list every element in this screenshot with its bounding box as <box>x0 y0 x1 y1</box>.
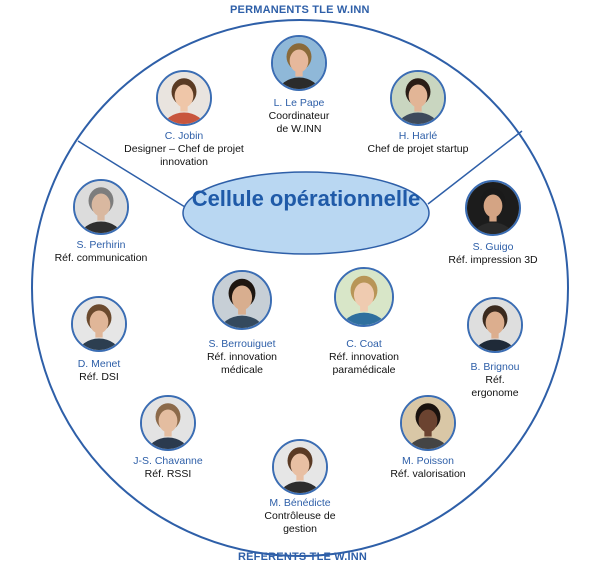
person-role: Coordinateur de W.INN <box>268 110 330 135</box>
person-brignou: B. Brignou Réf. ergonome <box>467 297 523 399</box>
portrait-image <box>71 296 127 352</box>
person-role: Réf. ergonome <box>471 374 519 399</box>
person-name: S. Guigo <box>472 241 514 253</box>
person-chavanne: J-S. Chavanne Réf. RSSI <box>133 395 203 480</box>
portrait-image <box>212 270 272 330</box>
person-caption: S. Perhirin Réf. communication <box>21 239 181 265</box>
divider-left <box>77 140 186 208</box>
person-poisson: M. Poisson Réf. valorisation <box>390 395 466 480</box>
person-caption: M. Bénédicte Contrôleuse de gestion <box>220 497 380 536</box>
portrait-image <box>465 180 521 236</box>
person-name: J-S. Chavanne <box>133 455 203 467</box>
person-caption: J-S. Chavanne Réf. RSSI <box>88 455 248 481</box>
person-benedicte: M. Bénédicte Contrôleuse de gestion <box>264 439 336 535</box>
person-role: Réf. valorisation <box>390 468 466 480</box>
person-role: Contrôleuse de gestion <box>264 510 336 535</box>
person-caption: D. Menet Réf. DSI <box>19 358 179 384</box>
portrait-image <box>390 70 446 126</box>
portrait-image <box>271 35 327 91</box>
portrait-image <box>334 267 394 327</box>
person-role: Réf. impression 3D <box>448 254 538 266</box>
person-caption: S. Berrouiguet Réf. innovation médicale <box>162 338 322 377</box>
person-role: Réf. RSSI <box>144 468 192 480</box>
person-name: H. Harlé <box>398 130 438 142</box>
person-name: C. Jobin <box>164 130 204 142</box>
person-berrouiguet: S. Berrouiguet Réf. innovation médicale <box>207 270 277 376</box>
person-jobin: C. Jobin Designer – Chef de projet innov… <box>124 70 244 168</box>
person-caption: C. Coat Réf. innovation paramédicale <box>284 338 444 377</box>
person-harle: H. Harlé Chef de projet startup <box>368 70 468 155</box>
person-caption: M. Poisson Réf. valorisation <box>348 455 508 481</box>
portrait-image <box>73 179 129 235</box>
person-coat: C. Coat Réf. innovation paramédicale <box>329 267 399 376</box>
person-caption: H. Harlé Chef de projet startup <box>338 130 498 156</box>
person-name: L. Le Pape <box>273 97 325 109</box>
portrait-image <box>272 439 328 495</box>
person-caption: C. Jobin Designer – Chef de projet innov… <box>104 130 264 169</box>
person-caption: L. Le Pape Coordinateur de W.INN <box>219 97 379 136</box>
person-name: C. Coat <box>346 338 382 350</box>
portrait-image <box>400 395 456 451</box>
person-name: S. Berrouiguet <box>208 338 276 350</box>
person-role: Chef de projet startup <box>367 143 469 155</box>
person-role: Réf. communication <box>54 252 148 264</box>
center-ellipse <box>182 171 430 255</box>
portrait-image <box>140 395 196 451</box>
footer-label: REFERENTS TLE W.INN <box>238 551 368 563</box>
header-label: PERMANENTS TLE W.INN <box>230 4 370 16</box>
person-guigo: S. Guigo Réf. impression 3D <box>448 180 538 266</box>
person-name: B. Brignou <box>470 361 520 373</box>
divider-right <box>427 130 523 205</box>
person-name: S. Perhirin <box>76 239 126 251</box>
person-name: D. Menet <box>77 358 121 370</box>
person-role: Réf. DSI <box>79 371 119 383</box>
person-role: Designer – Chef de projet innovation <box>124 143 244 168</box>
person-role: Réf. innovation paramédicale <box>328 351 400 376</box>
center-title: Cellule opérationnelle <box>191 186 421 211</box>
person-le-pape: L. Le Pape Coordinateur de W.INN <box>269 35 329 135</box>
portrait-image <box>156 70 212 126</box>
person-role: Réf. innovation médicale <box>206 351 278 376</box>
person-caption: B. Brignou Réf. ergonome <box>415 361 575 400</box>
person-name: M. Poisson <box>402 455 454 467</box>
person-caption: S. Guigo Réf. impression 3D <box>413 241 573 267</box>
portrait-image <box>467 297 523 353</box>
person-perhirin: S. Perhirin Réf. communication <box>55 179 147 264</box>
person-menet: D. Menet Réf. DSI <box>71 296 127 383</box>
person-name: M. Bénédicte <box>269 497 331 509</box>
